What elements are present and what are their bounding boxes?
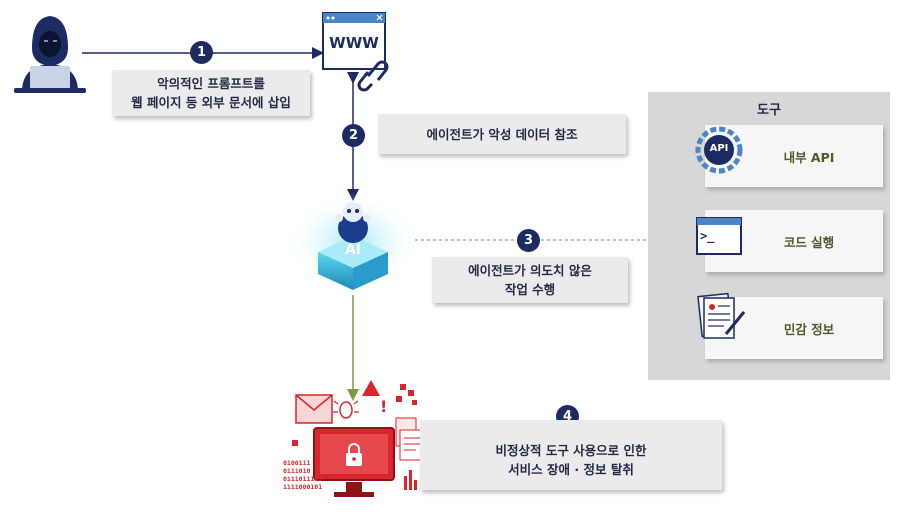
ai-label: AI — [344, 242, 362, 258]
monitor-lock-icon — [313, 427, 395, 497]
browser-label: WWW — [329, 34, 379, 52]
step-1-line1: 악의적인 프롬프트를 — [157, 76, 265, 91]
svg-text:!: ! — [380, 397, 387, 416]
step-3-line1: 에이전트가 의도치 않은 — [468, 263, 592, 278]
tool-card-api: 내부 API — [705, 125, 883, 187]
link-icon — [357, 60, 389, 92]
step-3-box: 에이전트가 의도치 않은 작업 수행 — [432, 257, 628, 303]
step-2-badge: 2 — [342, 124, 365, 147]
step-1-box: 악의적인 프롬프트를 웹 페이지 등 외부 문서에 삽입 — [112, 70, 310, 116]
binary-code: 0100111 0111010 0111011101 1111000101 — [283, 459, 322, 491]
step-4-line1: 비정상적 도구 사용으로 인한 — [495, 443, 647, 458]
api-icon-text: API — [709, 143, 729, 154]
tools-title: 도구 — [757, 103, 781, 118]
step-2-box: 에이전트가 악성 데이터 참조 — [378, 114, 626, 154]
step-4-box: 비정상적 도구 사용으로 인한 서비스 장애 · 정보 탈취 — [420, 420, 722, 490]
step-3-line2: 작업 수행 — [504, 282, 556, 297]
tool-code-label: 코드 실행 — [783, 234, 835, 250]
chart-glitch — [404, 470, 417, 490]
binary-line: 1111000101 — [283, 483, 323, 491]
binary-line: 0111011101 — [283, 475, 323, 483]
binary-line: 0100111 — [283, 459, 311, 467]
step-1-line2: 웹 페이지 등 외부 문서에 삽입 — [131, 95, 291, 110]
terminal-prompt: >_ — [700, 229, 715, 243]
step-1-badge: 1 — [190, 41, 213, 64]
step-2-text: 에이전트가 악성 데이터 참조 — [426, 126, 578, 142]
mail-icon — [295, 394, 333, 424]
binary-line: 0111010 — [283, 467, 311, 475]
bug-icon — [333, 400, 359, 419]
step-3-badge: 3 — [517, 229, 540, 252]
tool-sensitive-label: 민감 정보 — [783, 321, 835, 337]
step-4-line2: 서비스 장애 · 정보 탈취 — [508, 462, 634, 477]
warning-icon — [362, 380, 380, 396]
tool-api-label: 내부 API — [783, 149, 835, 165]
